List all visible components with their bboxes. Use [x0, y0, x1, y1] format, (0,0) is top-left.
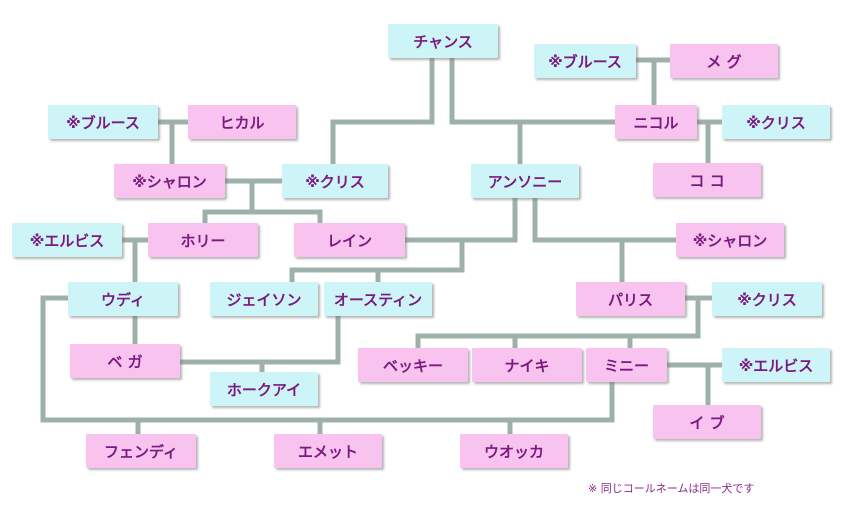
- node-paris: パリス: [576, 282, 685, 316]
- node-chance: チャンス: [388, 24, 498, 58]
- node-vega: ベ ガ: [70, 344, 180, 378]
- node-coco: コ コ: [653, 163, 761, 197]
- node-hikaru: ヒカル: [188, 105, 296, 139]
- node-rain: レイン: [294, 223, 405, 257]
- node-kris-mid: ※クリス: [282, 164, 388, 198]
- node-nike: ナイキ: [472, 348, 582, 382]
- node-kris-paris: ※クリス: [712, 282, 822, 316]
- node-emmett: エメット: [274, 434, 382, 468]
- node-elvis-right: ※エルビス: [722, 348, 830, 382]
- node-fendi: フェンディ: [86, 434, 196, 468]
- node-elvis-left: ※エルビス: [12, 223, 122, 257]
- node-jason: ジェイソン: [210, 282, 318, 316]
- node-austin: オースティン: [324, 282, 432, 316]
- node-eve: イ ブ: [653, 405, 761, 439]
- node-meg: メ グ: [670, 44, 778, 78]
- node-becky: ベッキー: [358, 348, 468, 382]
- node-bruce-top: ※ブルース: [534, 44, 636, 78]
- node-sharon-right: ※シャロン: [676, 223, 784, 257]
- node-sharon-left: ※シャロン: [114, 164, 225, 198]
- node-anthony: アンソニー: [471, 164, 579, 198]
- footnote-same-name-note: ※ 同じコールネームは同一犬です: [588, 482, 755, 495]
- node-nicole: ニコル: [615, 105, 697, 139]
- node-minnie: ミニー: [586, 348, 667, 382]
- node-vodka: ウオッカ: [460, 434, 568, 468]
- node-holly: ホリー: [148, 223, 258, 257]
- node-bruce-left: ※ブルース: [48, 105, 158, 139]
- node-hawkeye: ホークアイ: [210, 372, 318, 406]
- node-udi: ウディ: [68, 282, 178, 316]
- node-kris-right: ※クリス: [722, 105, 830, 139]
